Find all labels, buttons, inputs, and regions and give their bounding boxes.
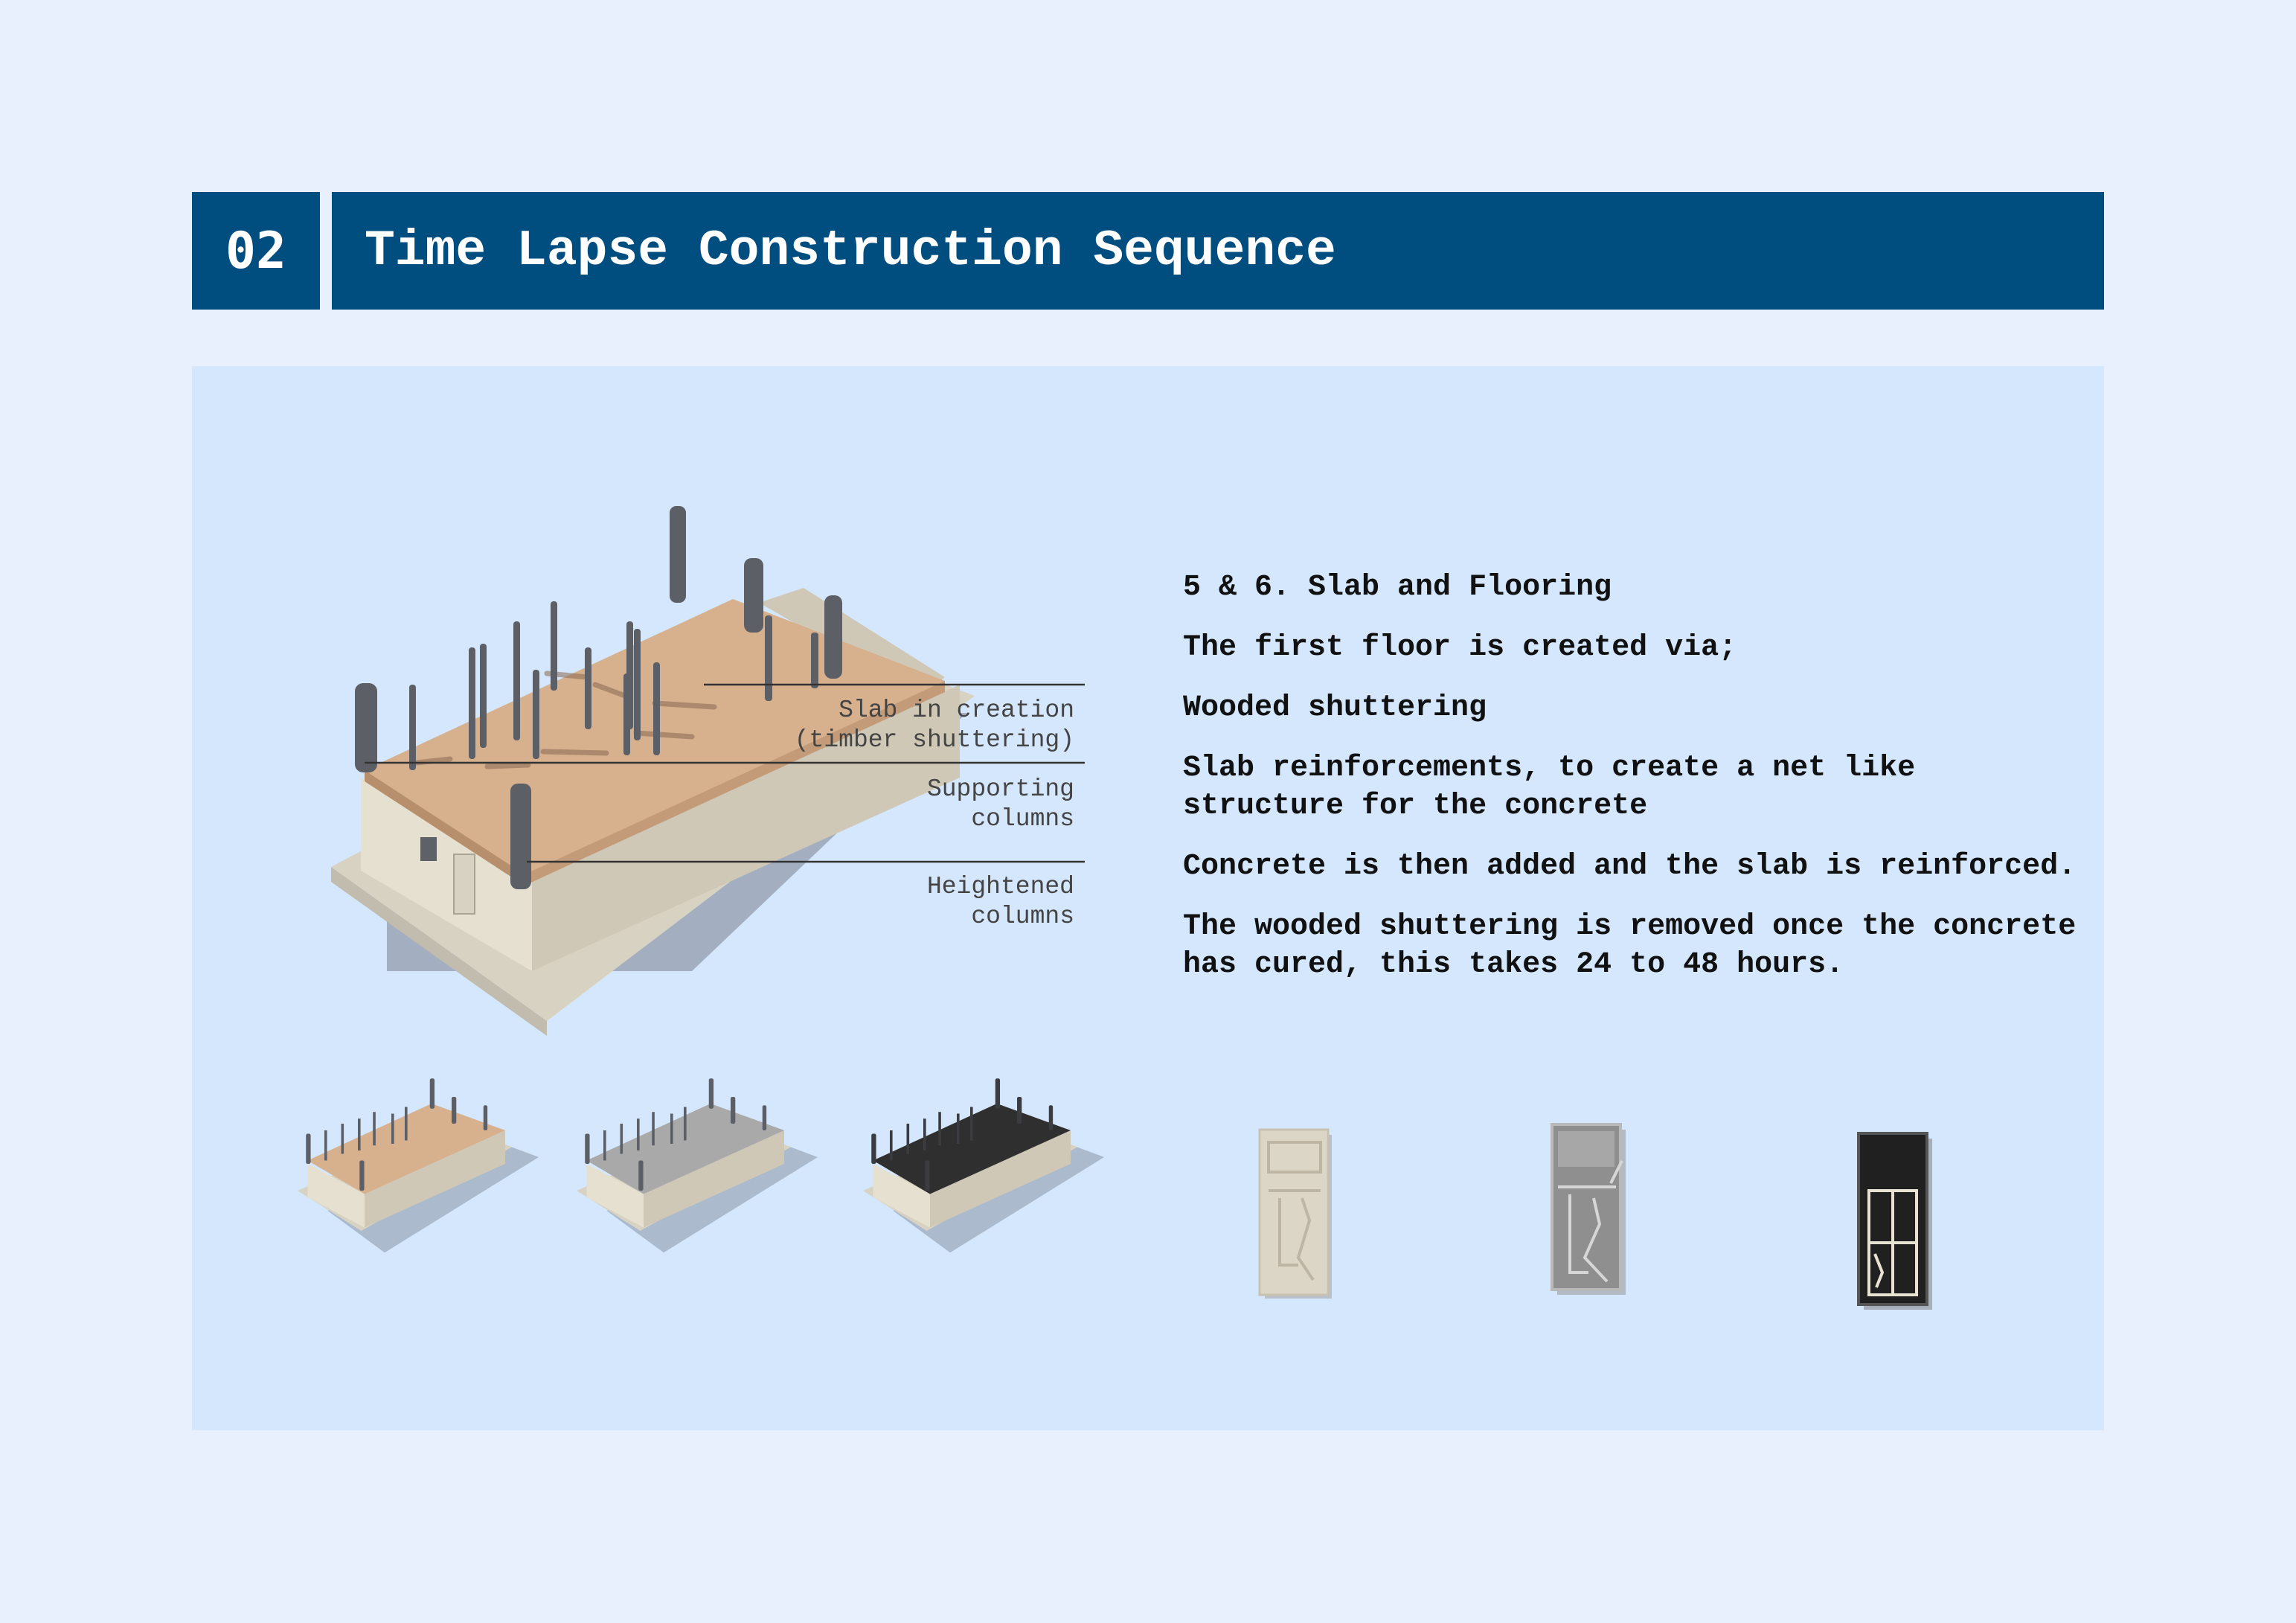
callout-heightened-line2: columns <box>971 903 1074 930</box>
description-paragraph: Slab reinforcements, to create a net lik… <box>1183 752 1916 823</box>
section-number: 02 <box>192 192 320 310</box>
plan-view-2 <box>1551 1123 1626 1295</box>
plan-view-3 <box>1857 1132 1932 1310</box>
thumbnail-stage-grey <box>577 1078 818 1253</box>
callout-slab-line1: Slab in creation <box>838 697 1074 724</box>
plan-view-1 <box>1258 1128 1332 1299</box>
callout-heightened: Heightened columns <box>729 872 1074 932</box>
description-heading: 5 & 6. Slab and Flooring <box>1183 571 1612 604</box>
description-paragraph: The first floor is created via; <box>1183 631 1737 665</box>
description-block: 5 & 6. Slab and Flooring The first floor… <box>1183 569 2091 1006</box>
thumbnail-stage-timber <box>298 1078 539 1253</box>
callout-supporting-line2: columns <box>971 805 1074 833</box>
callout-supporting: Supporting columns <box>729 775 1074 834</box>
thumbnail-stage-black <box>863 1078 1104 1253</box>
main-building-model <box>331 506 975 1036</box>
description-paragraph: Concrete is then added and the slab is r… <box>1183 850 2077 883</box>
callout-lines <box>365 683 1085 863</box>
description-paragraph: The wooded shuttering is removed once th… <box>1183 910 2077 982</box>
callout-slab-line2: (timber shuttering) <box>794 726 1074 754</box>
page-title: Time Lapse Construction Sequence <box>332 192 2104 310</box>
callout-supporting-line1: Supporting <box>926 775 1074 803</box>
description-paragraph: Wooded shuttering <box>1183 691 1487 725</box>
callout-heightened-line1: Heightened <box>926 873 1074 900</box>
callout-slab: Slab in creation (timber shuttering) <box>729 696 1074 755</box>
